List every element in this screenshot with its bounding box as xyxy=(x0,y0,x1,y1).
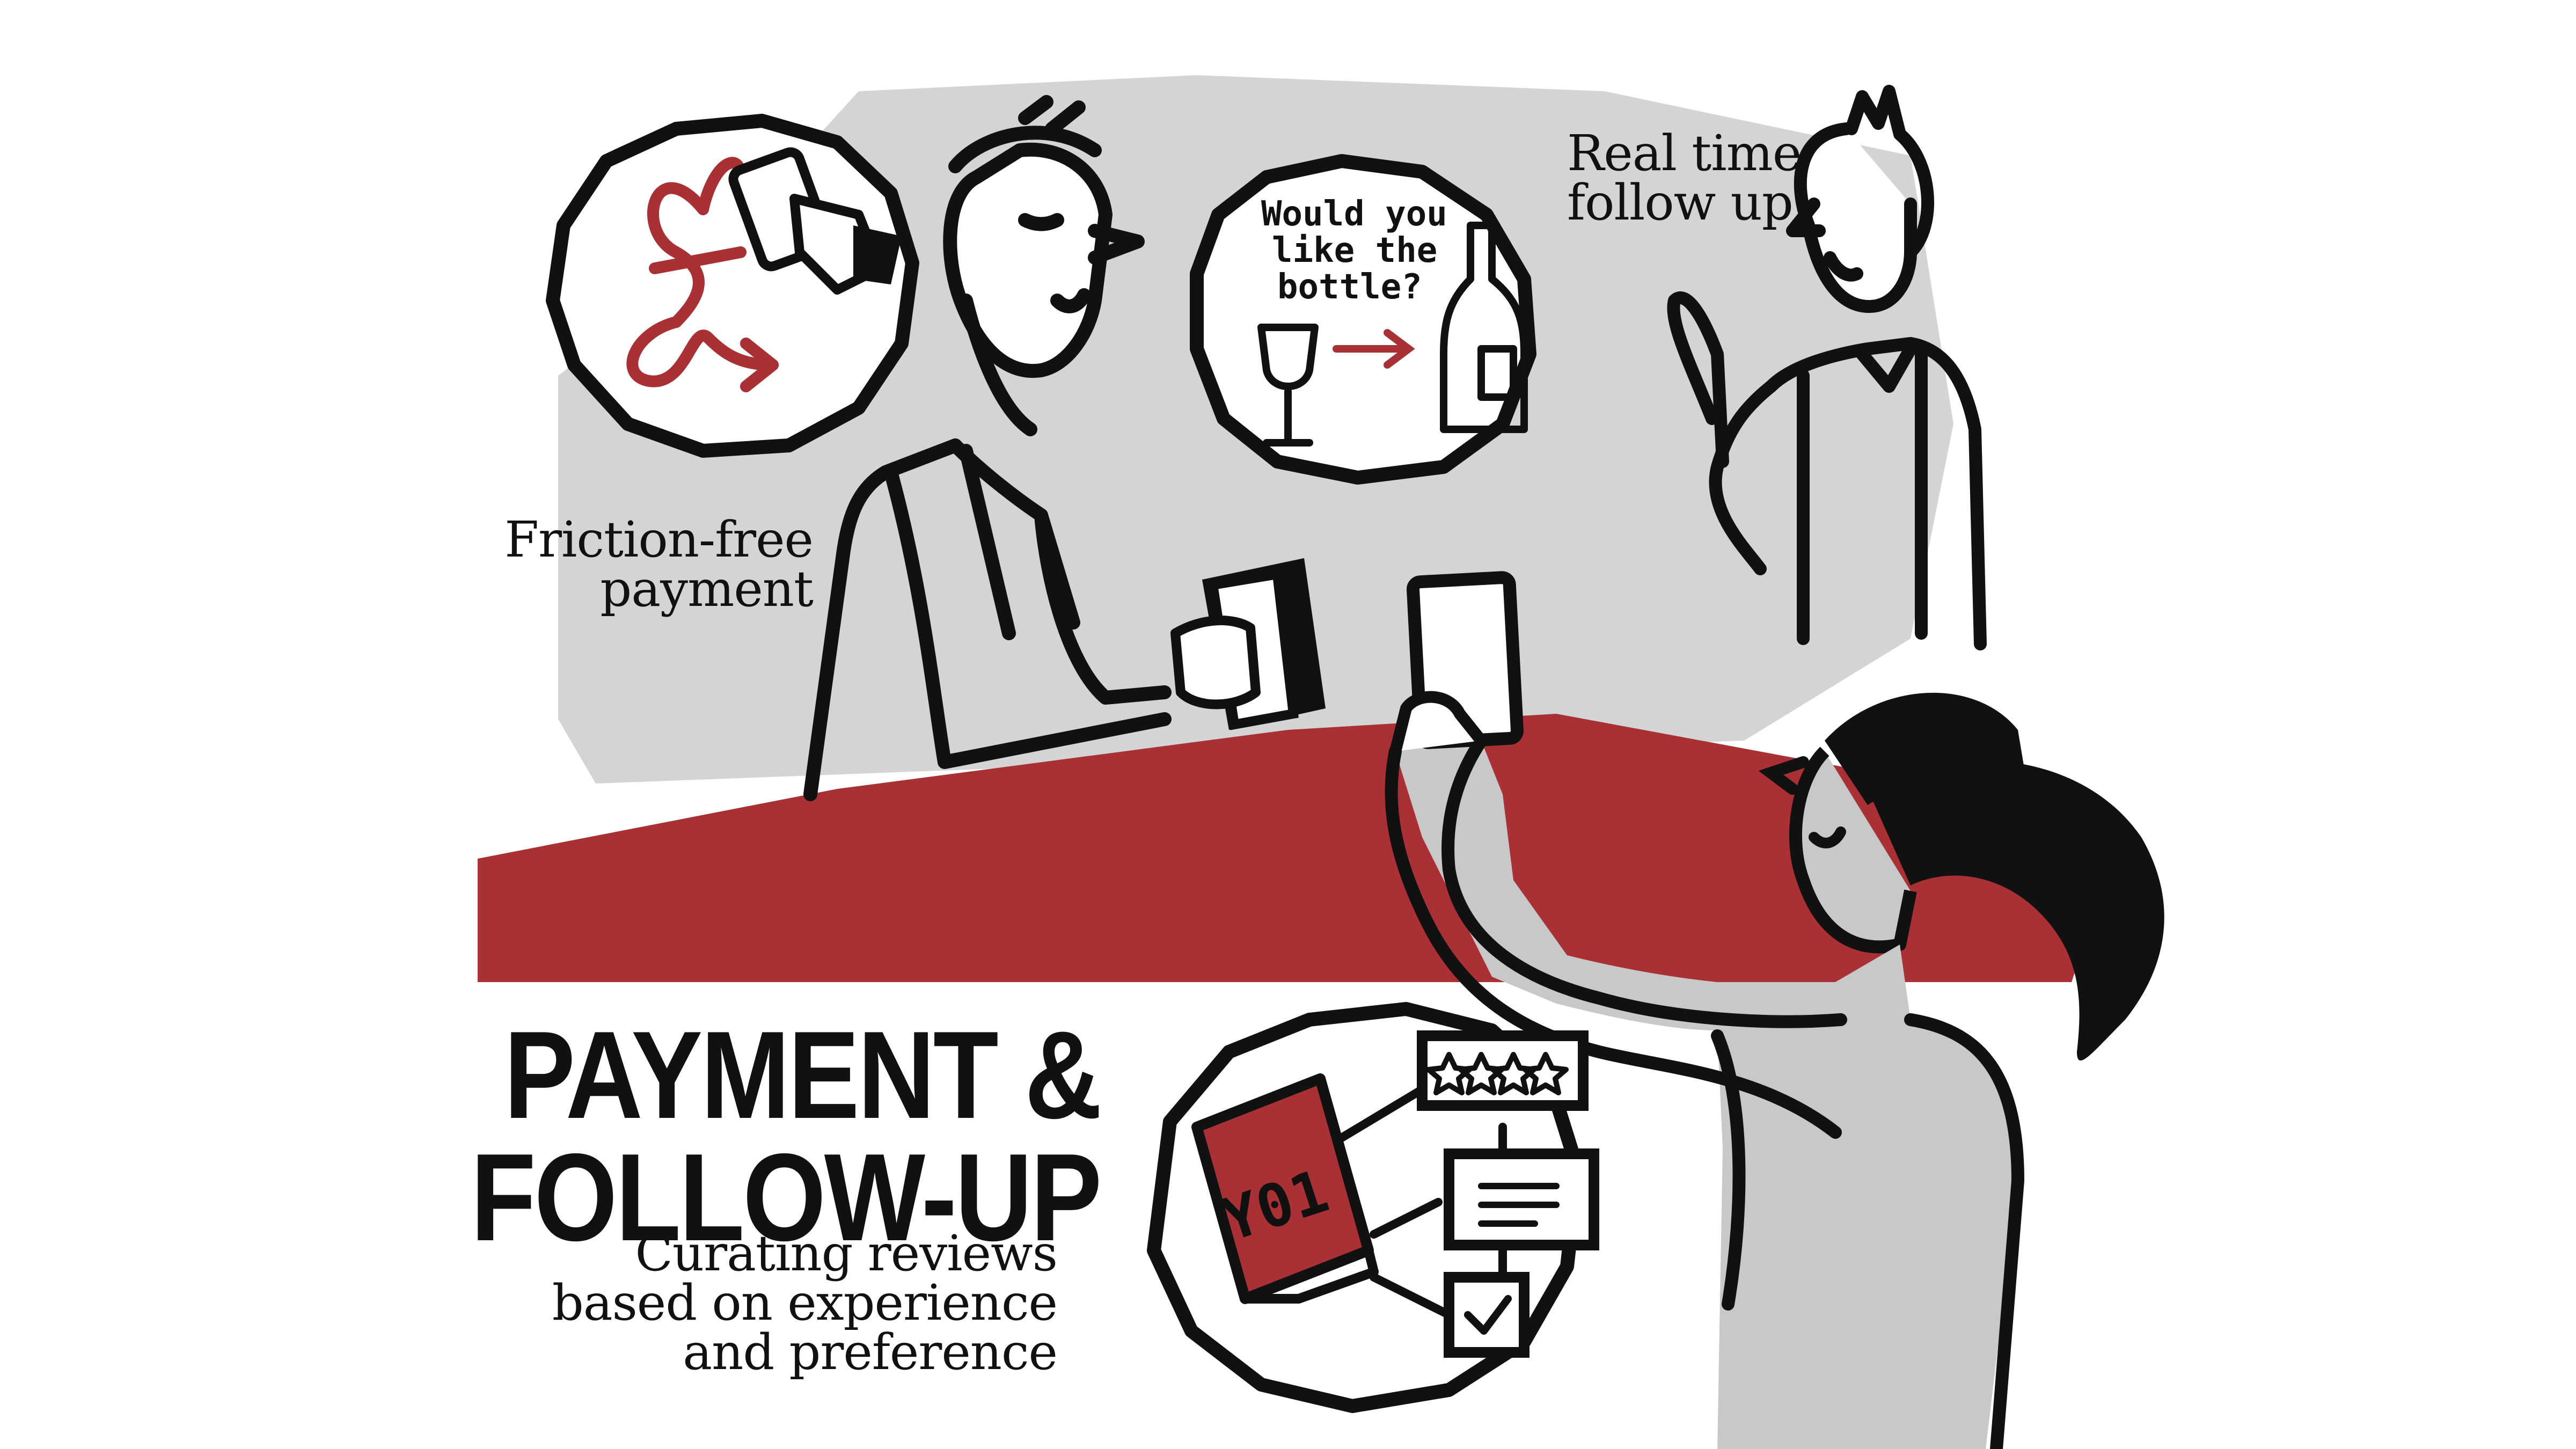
arrow-icon xyxy=(1333,329,1415,369)
menu-book-icon: Y01 xyxy=(1191,1073,1379,1304)
caption-payment-line2: payment xyxy=(600,560,814,618)
checkbox-icon xyxy=(1444,1272,1529,1358)
star-rating-icon xyxy=(1417,1030,1589,1111)
caption-reviews-line3: and preference xyxy=(683,1323,1058,1381)
review-card-icon xyxy=(1444,1148,1599,1250)
customer-man xyxy=(803,95,1172,801)
wine-bubble: Would you like the bottle? xyxy=(1190,154,1536,485)
page-title-line1: PAYMENT & xyxy=(504,1006,1102,1145)
red-counter xyxy=(478,714,2082,982)
caption-payment: Friction-free payment xyxy=(504,511,814,618)
caption-reviews-line1: Curating reviews xyxy=(635,1225,1058,1282)
wine-glass-icon xyxy=(1257,324,1319,447)
caption-reviews-line2: based on experience xyxy=(552,1274,1058,1331)
caption-followup-line2: follow up xyxy=(1567,174,1794,231)
pound-sign-icon xyxy=(626,157,779,392)
phone-payment-icon xyxy=(728,147,902,295)
waiter-figure xyxy=(1667,85,1987,650)
caption-followup: Real time follow up xyxy=(1567,125,1802,231)
customer-woman xyxy=(1385,692,2164,1449)
wine-question-line1: Would you xyxy=(1261,194,1447,234)
page-title: PAYMENT & FOLLOW-UP xyxy=(471,1006,1102,1267)
payment-bubble xyxy=(546,114,919,458)
wine-question-line2: like the xyxy=(1272,231,1437,270)
wine-question-line3: bottle? xyxy=(1277,267,1422,307)
caption-payment-line1: Friction-free xyxy=(504,511,814,568)
card-reader-icon xyxy=(1170,558,1326,730)
page-title-line2: FOLLOW-UP xyxy=(471,1128,1102,1267)
caption-reviews: Curating reviews based on experience and… xyxy=(552,1225,1058,1381)
woman-hand xyxy=(1389,691,1486,753)
caption-followup-line1: Real time xyxy=(1567,125,1802,182)
wine-bottle-icon xyxy=(1440,222,1528,433)
reviews-bubble: Y01 xyxy=(1147,1002,1599,1413)
